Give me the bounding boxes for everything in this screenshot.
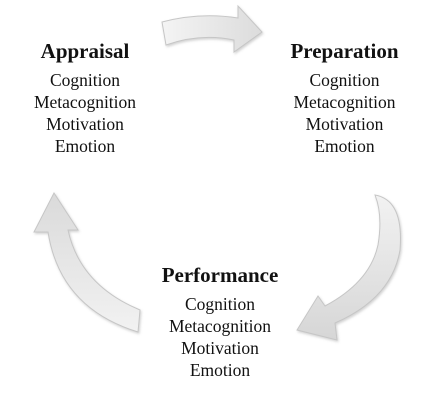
stage-title: Appraisal xyxy=(40,39,130,63)
stage-item: Motivation xyxy=(181,338,259,358)
stage-performance: Performance Cognition Metacognition Moti… xyxy=(130,262,310,381)
stage-preparation: Preparation Cognition Metacognition Moti… xyxy=(262,38,427,157)
stage-item: Metacognition xyxy=(168,316,272,336)
stage-appraisal: Appraisal Cognition Metacognition Motiva… xyxy=(0,38,170,157)
arrow-preparation-to-performance xyxy=(296,194,401,341)
stage-item: Cognition xyxy=(309,70,380,90)
stage-item: Emotion xyxy=(189,360,251,380)
stage-item: Emotion xyxy=(314,136,375,156)
arrow-appraisal-to-preparation xyxy=(161,4,263,53)
stage-item: Metacognition xyxy=(293,92,396,112)
arrow-performance-to-appraisal xyxy=(33,192,141,333)
stage-item: Motivation xyxy=(305,114,384,134)
stage-item: Cognition xyxy=(184,294,255,314)
stage-item: Cognition xyxy=(49,70,120,90)
stage-item: Metacognition xyxy=(33,92,137,112)
stage-title: Performance xyxy=(161,263,279,287)
stage-item: Emotion xyxy=(54,136,116,156)
stage-title: Preparation xyxy=(290,39,399,63)
stage-item: Motivation xyxy=(46,114,124,134)
